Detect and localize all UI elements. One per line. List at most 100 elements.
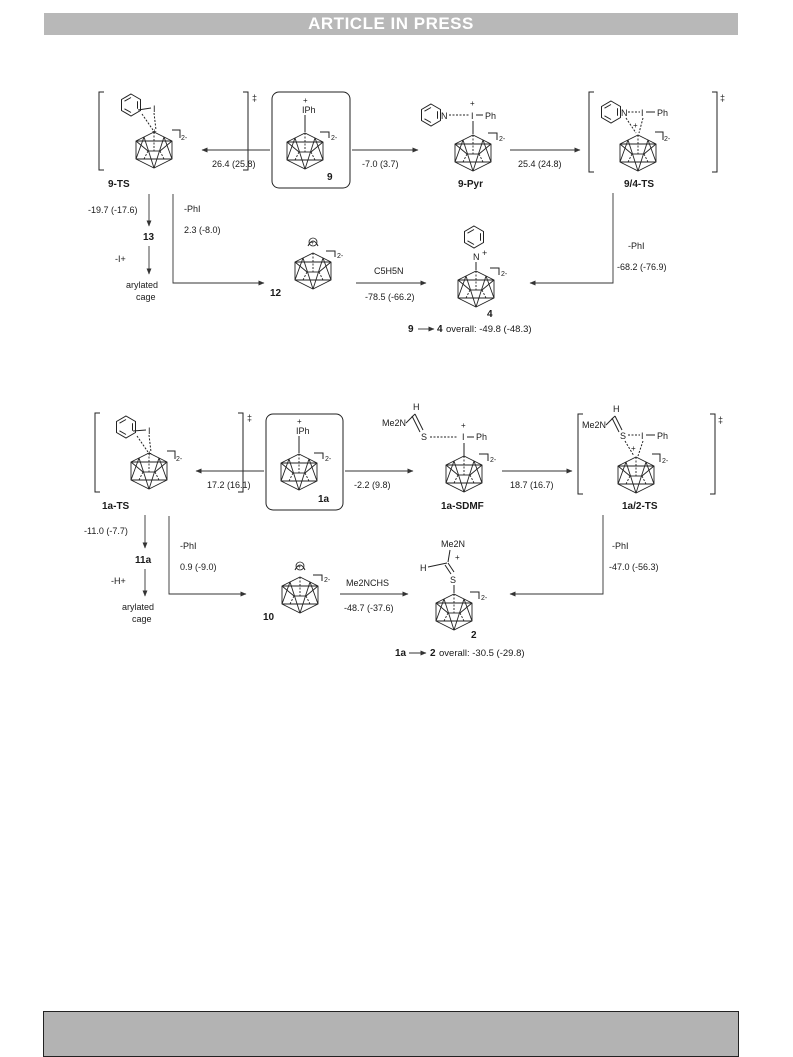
scheme-1: ‡ I + 2- 9-TS + IPh 2- 9 26.4 (25.8) [88, 91, 725, 335]
svg-text:+: + [297, 417, 302, 426]
energy-ts-to-12: 2.3 (-8.0) [184, 225, 221, 235]
phenyl-label: Ph [657, 431, 668, 441]
carborane-cage-icon [617, 456, 655, 494]
dagger-symbol: ‡ [718, 415, 723, 425]
svg-text:+: + [298, 565, 302, 571]
iodine-label: I [471, 111, 474, 121]
label-1a-2-ts: 1a/2-TS [622, 501, 658, 512]
energy-sdmf-to-ts: 18.7 (16.7) [510, 480, 554, 490]
label-1a: 1a [318, 494, 330, 505]
loss-iodonium: -I+ [115, 254, 126, 264]
charge-label: 2- [481, 595, 488, 602]
carborane-cage-icon [281, 576, 319, 614]
carborane-cage-icon [445, 455, 483, 493]
ts-1a-2: ‡ Me2N H S I Ph + 2- 1a/2-TS [577, 404, 723, 512]
hydrogen-label: H [420, 563, 427, 573]
carborane-cage-icon [435, 593, 473, 631]
phi-loss-left: -PhI [180, 541, 197, 551]
compound-1a-sdmf: Me2N H S + I Ph 2- 1a-SDMF [382, 402, 497, 512]
compound-10: + 2- 10 [263, 561, 331, 623]
article-in-press-banner: ARTICLE IN PRESS [44, 13, 738, 35]
energy-9-to-9-ts: 26.4 (25.8) [212, 159, 256, 169]
scheme-2: ‡ I + 2- 1a-TS + IPh 2- 1a 17.2 (16.1) [84, 402, 723, 659]
svg-text:+: + [303, 96, 308, 105]
arylated-label: arylated [126, 280, 158, 290]
svg-text:+: + [470, 99, 475, 108]
overall-energy: overall: -49.8 (-48.3) [446, 324, 532, 335]
reagent-thioformamide: Me2NCHS [346, 578, 389, 588]
pyridine-ring-icon [421, 103, 441, 127]
label-13: 13 [143, 232, 155, 243]
dagger-symbol: ‡ [252, 93, 257, 103]
charge-label: 2- [181, 135, 188, 142]
energy-12-to-4: -78.5 (-66.2) [365, 292, 415, 302]
carborane-cage-icon [294, 252, 332, 290]
pyridine-ring-icon [464, 225, 484, 249]
energy-1a-to-sdmf: -2.2 (9.8) [354, 480, 391, 490]
energy-ts-to-11a: -11.0 (-7.7) [84, 526, 128, 536]
compound-12: + 2- 12 [270, 237, 344, 299]
iph-label: IPh [302, 105, 316, 115]
energy-9-pyr-to-ts: 25.4 (24.8) [518, 159, 562, 169]
label-9-4-ts: 9/4-TS [624, 179, 654, 190]
energy-ts-to-2: -47.0 (-56.3) [609, 562, 659, 572]
svg-text:+: + [455, 553, 460, 562]
energy-9-to-9-pyr: -7.0 (3.7) [362, 159, 399, 169]
carborane-cage-icon [454, 134, 492, 172]
sulfur-label: S [421, 432, 427, 442]
label-1a-ts: 1a-TS [102, 501, 130, 512]
label-10: 10 [263, 612, 275, 623]
overall-to: 2 [430, 648, 436, 659]
charge-label: 2- [331, 135, 338, 142]
svg-text:+: + [311, 241, 315, 247]
charge-label: 2- [662, 458, 669, 465]
sulfur-label: S [620, 431, 626, 441]
ts-9-4: ‡ N I Ph + 2- 9/4-TS [588, 91, 725, 190]
dimethylamino-label: Me2N [382, 418, 406, 428]
energy-ts-to-4: -68.2 (-76.9) [617, 262, 667, 272]
overall-to: 4 [437, 324, 443, 335]
overall-scheme-1: 9 4 overall: -49.8 (-48.3) [408, 324, 532, 335]
dagger-symbol: ‡ [720, 93, 725, 103]
phenyl-label: Ph [657, 108, 668, 118]
arylated-label: arylated [122, 602, 154, 612]
charge-label: 2- [176, 456, 183, 463]
carborane-cage-icon [457, 270, 495, 308]
arrow-ts-to-4 [529, 193, 614, 286]
svg-text:+: + [461, 421, 466, 430]
cage-label: cage [136, 292, 156, 302]
sulfur-label: S [450, 575, 456, 585]
svg-text:+: + [631, 444, 636, 453]
compound-9-pyr: N + I Ph 2- 9-Pyr [421, 99, 506, 190]
ts-1a: ‡ I + 2- 1a-TS [94, 412, 252, 512]
carborane-cage-icon [130, 452, 168, 490]
iodine-label: I [641, 108, 644, 118]
compound-9: + IPh 2- 9 [271, 91, 351, 189]
phenyl-label: Ph [485, 111, 496, 121]
iodine-label: I [153, 104, 156, 114]
pyridine-ring-icon [601, 100, 621, 124]
phenyl-ring-icon [121, 93, 141, 117]
iodine-label: I [641, 431, 644, 441]
svg-text:+: + [152, 127, 157, 136]
reaction-scheme: ‡ I + 2- 9-TS + IPh 2- 9 26.4 (25.8) [84, 91, 725, 659]
phi-loss-left: -PhI [184, 204, 201, 214]
carborane-cage-icon [280, 453, 318, 491]
ts-9: ‡ I + 2- 9-TS [98, 91, 257, 190]
charge-label: 2- [324, 577, 331, 584]
nitrogen-label: N [621, 108, 628, 118]
footer-box [43, 1011, 739, 1057]
dimethylamino-label: Me2N [582, 420, 606, 430]
label-1a-sdmf: 1a-SDMF [441, 501, 484, 512]
iodine-label: I [148, 426, 151, 436]
overall-from: 9 [408, 324, 414, 335]
phi-loss-right: -PhI [612, 541, 629, 551]
arrow-to-10 [168, 516, 247, 597]
label-11a: 11a [135, 555, 152, 566]
energy-10-to-2: -48.7 (-37.6) [344, 603, 394, 613]
phenyl-label: Ph [476, 432, 487, 442]
label-12: 12 [270, 288, 282, 299]
nitrogen-label: N [441, 111, 448, 121]
overall-energy: overall: -30.5 (-29.8) [439, 648, 525, 659]
reagent-pyridine: C5H5N [374, 266, 404, 276]
